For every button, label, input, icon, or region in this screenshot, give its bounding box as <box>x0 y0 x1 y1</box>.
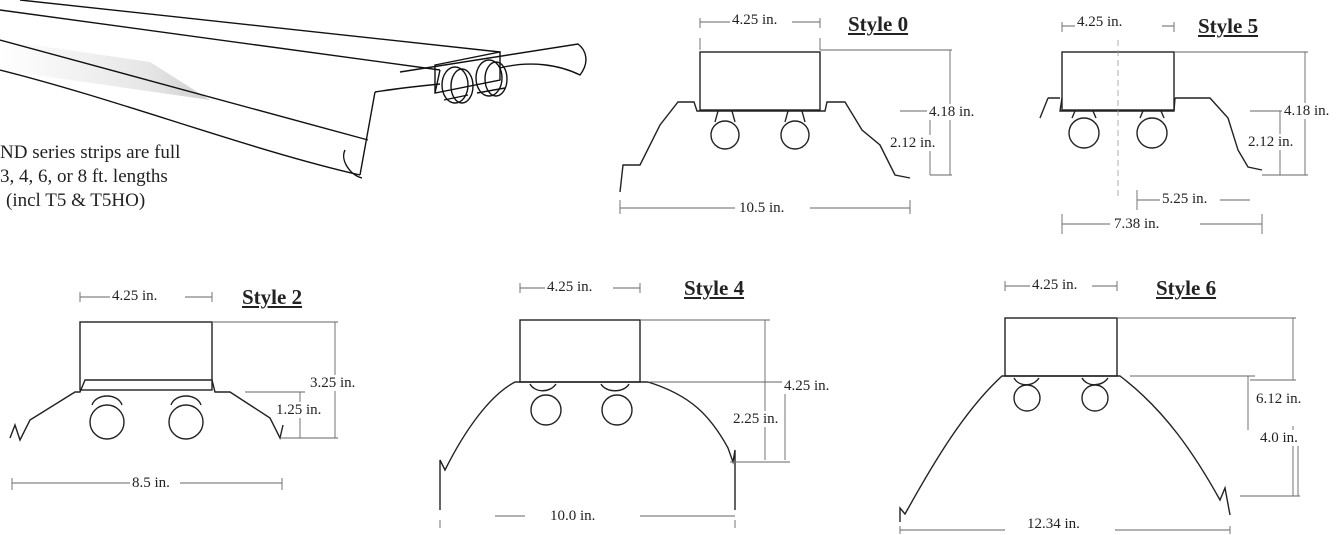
style-0-profile <box>619 51 911 193</box>
style-5-title: Style 5 <box>1198 14 1259 38</box>
style-6-dimension-lines <box>899 281 1300 534</box>
style-4-top-width: 4.25 in. <box>545 279 595 295</box>
style-6-reflector-height: 4.0 in. <box>1258 430 1300 446</box>
style-4-dimension-lines <box>439 283 790 528</box>
intro-line-3: (incl T5 & T5HO) <box>6 190 146 211</box>
intro-text: ND series strips are full 3, 4, 6, or 8 … <box>0 141 180 213</box>
style-0-top-width: 4.25 in. <box>730 12 780 28</box>
style-6-top-width: 4.25 in. <box>1030 277 1080 293</box>
style-5-inner-width: 5.25 in. <box>1160 191 1210 207</box>
style-5-bottom-width: 7.38 in. <box>1112 216 1162 232</box>
style-5-top-width: 4.25 in. <box>1075 14 1125 30</box>
style-4-bottom-width: 10.0 in. <box>548 508 598 524</box>
style-6-bottom-width: 12.34 in. <box>1025 516 1082 532</box>
style-4-reflector-height: 2.25 in. <box>731 411 781 427</box>
style-2-dimension-lines <box>11 292 338 490</box>
style-6-total-height: 6.12 in. <box>1254 391 1304 407</box>
style-0-total-height: 4.18 in. <box>927 104 977 120</box>
style-2-bottom-width: 8.5 in. <box>130 475 172 491</box>
style-6-title: Style 6 <box>1156 276 1217 300</box>
style-5-profile <box>1039 40 1263 200</box>
style-4-title: Style 4 <box>684 276 745 300</box>
style-4-total-height: 4.25 in. <box>782 378 832 394</box>
intro-line-1: ND series strips are full <box>0 142 181 163</box>
style-5-reflector-height: 2.12 in. <box>1246 134 1296 150</box>
style-6-profile <box>899 317 1231 522</box>
style-5-total-height: 4.18 in. <box>1282 103 1332 119</box>
intro-line-2: 3, 4, 6, or 8 ft. lengths <box>0 166 168 187</box>
style-2-reflector-height: 1.25 in. <box>274 402 324 418</box>
style-0-bottom-width: 10.5 in. <box>737 200 787 216</box>
style-0-dimension-lines <box>619 18 952 214</box>
style-2-profile <box>9 321 284 442</box>
style-4-profile <box>439 319 736 510</box>
style-2-top-width: 4.25 in. <box>110 288 160 304</box>
style-2-total-height: 3.25 in. <box>308 375 358 391</box>
style-2-title: Style 2 <box>242 285 303 309</box>
strip-perspective-illustration <box>0 0 587 179</box>
style-0-title: Style 0 <box>848 12 909 36</box>
style-0-reflector-height: 2.12 in. <box>888 135 938 151</box>
